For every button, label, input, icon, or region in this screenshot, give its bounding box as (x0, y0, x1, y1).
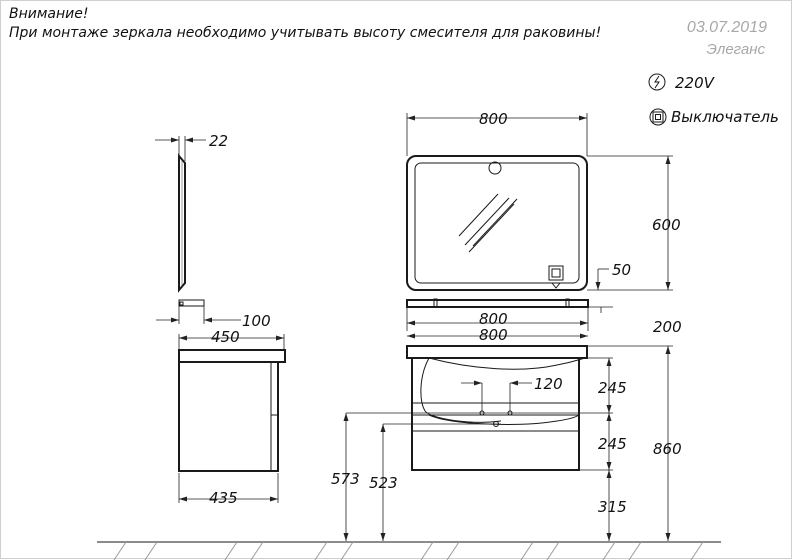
dim-cabinet-width: 800 (479, 326, 508, 344)
dim-mirror-height: 600 (652, 216, 681, 234)
dim-cabinet-depth-bottom: 435 (209, 489, 238, 507)
shelf-front-view (406, 298, 613, 331)
dim-mirror-depth: 22 (209, 132, 228, 150)
power-label: 220V (675, 74, 714, 92)
drawing-date: 03.07.2019 (686, 19, 767, 36)
mirror-front-view (406, 113, 673, 291)
dim-leg-height: 315 (598, 498, 627, 516)
dim-switch-offset: 50 (612, 261, 631, 279)
dim-shelf-height: 200 (653, 318, 682, 336)
floor-line (97, 541, 721, 560)
cabinet-front-view (343, 333, 673, 541)
mirror-side-view (155, 136, 206, 293)
shelf-side-view (156, 299, 241, 324)
switch-label: Выключатель (671, 108, 779, 126)
dim-mirror-width: 800 (479, 110, 508, 128)
dim-drawer-upper: 245 (598, 379, 627, 397)
dim-pipe-height-2: 523 (369, 474, 398, 492)
dim-shelf-depth: 100 (242, 312, 271, 330)
dim-pipe-spacing: 120 (534, 375, 563, 393)
dim-cabinet-depth-top: 450 (211, 328, 240, 346)
power-icon (648, 73, 666, 91)
warning-title: Внимание! (9, 6, 89, 22)
switch-icon (649, 108, 667, 126)
dim-pipe-height-1: 573 (331, 470, 360, 488)
cabinet-side-view (178, 334, 286, 503)
warning-text: При монтаже зеркала необходимо учитывать… (9, 25, 602, 41)
dim-total-height: 860 (653, 440, 682, 458)
dim-shelf-width: 800 (479, 310, 508, 328)
dim-drawer-lower: 245 (598, 435, 627, 453)
product-name: Элеганс (706, 41, 765, 58)
